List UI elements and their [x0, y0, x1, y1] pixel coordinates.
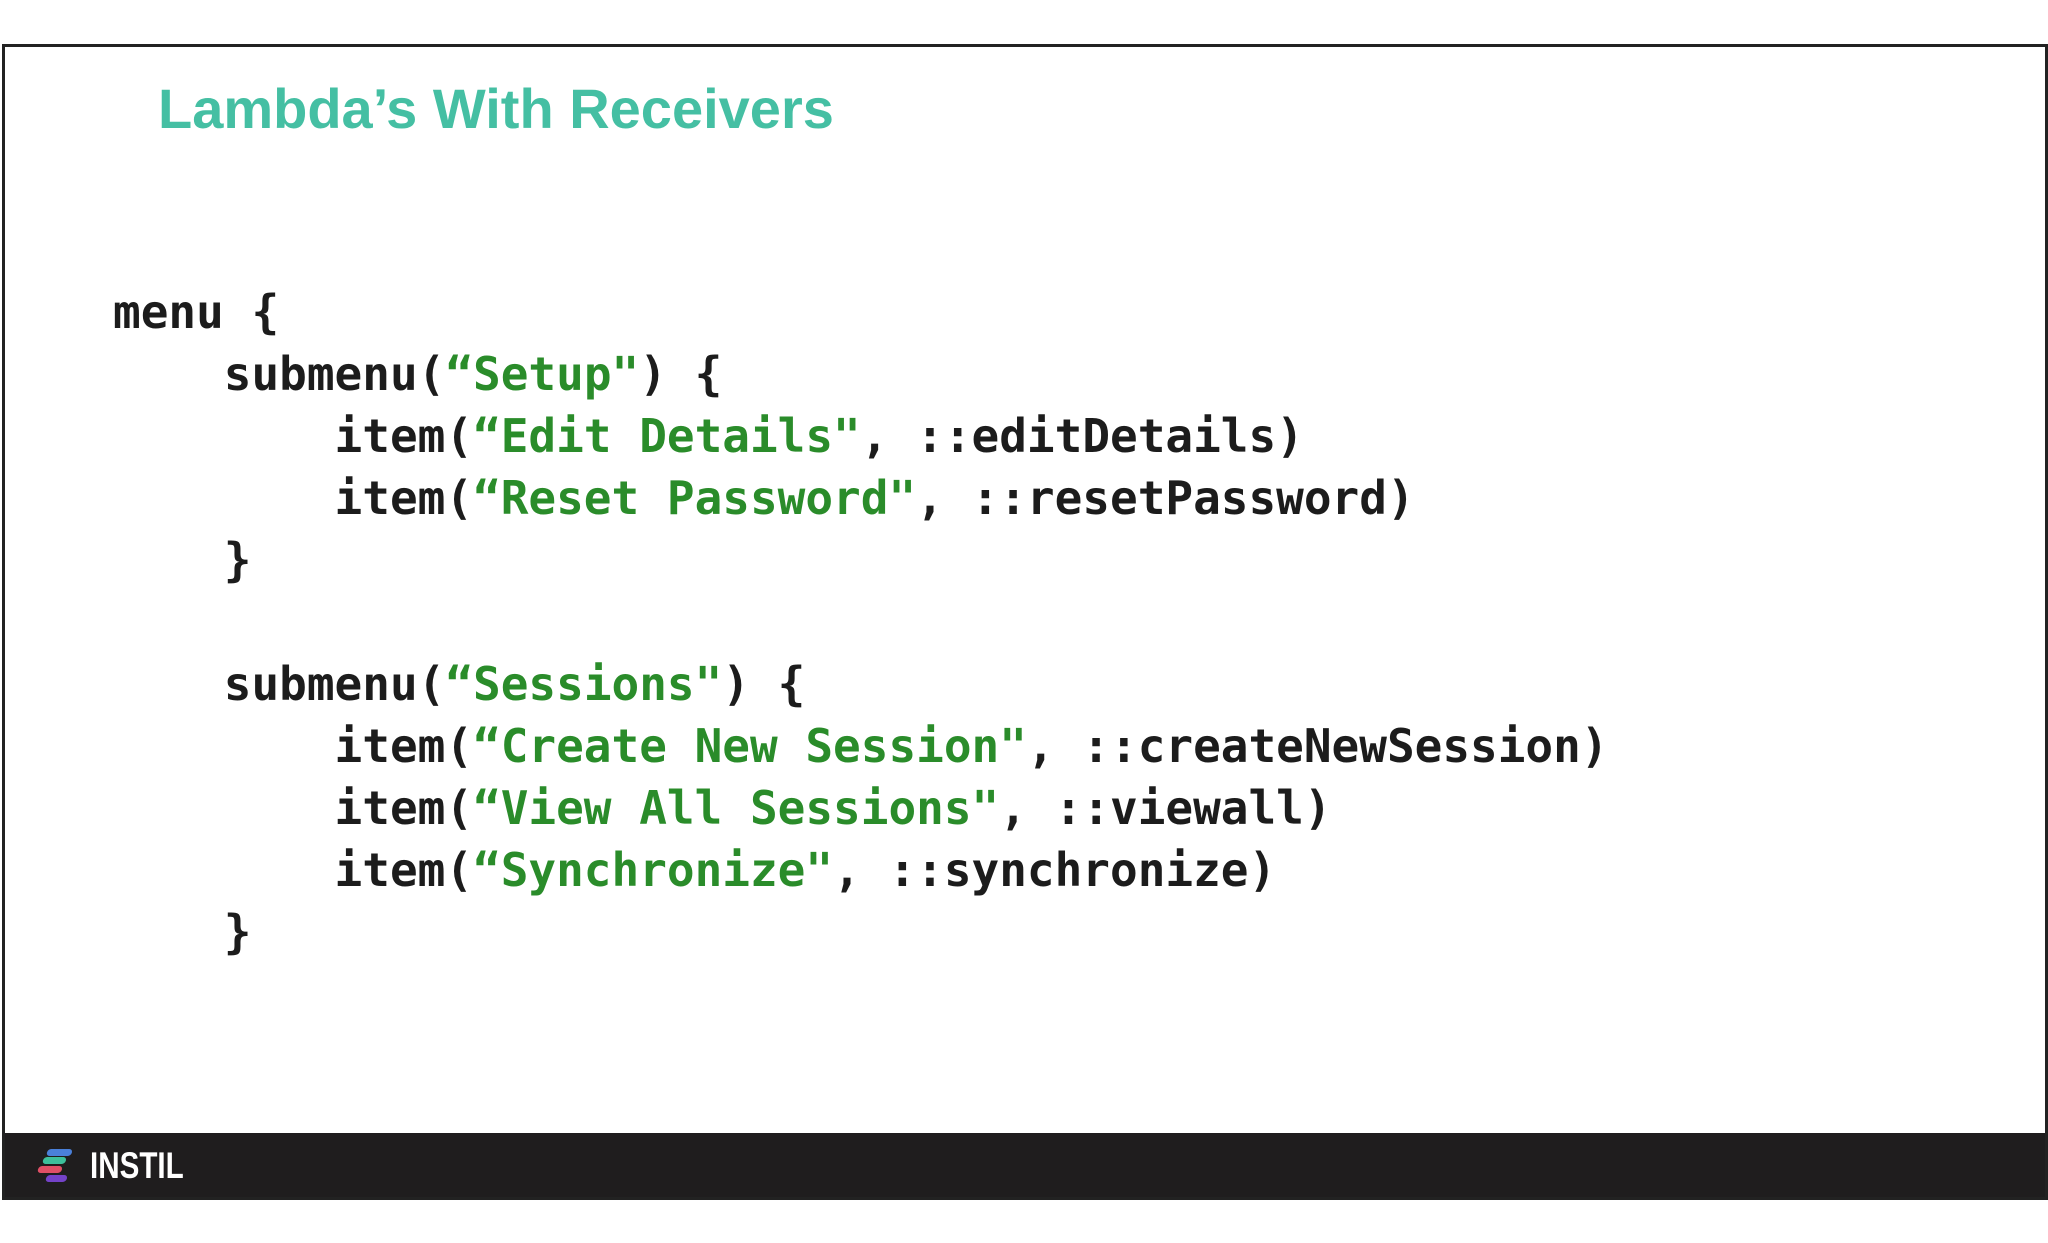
- code-string-literal: “Reset Password": [473, 471, 917, 525]
- code-text: item(: [113, 781, 474, 835]
- code-text: submenu(: [113, 657, 446, 711]
- brand-name: INSTIL: [90, 1144, 184, 1186]
- logo-stripe: [37, 1166, 63, 1173]
- code-string-literal: “Sessions": [445, 657, 723, 711]
- footer-bar: INSTIL: [5, 1133, 2045, 1197]
- code-string-literal: “Setup": [445, 347, 640, 401]
- code-line: item(“Reset Password", ::resetPassword): [113, 467, 1609, 529]
- code-text: }: [113, 905, 252, 959]
- instil-logo-icon: [37, 1148, 78, 1182]
- page-title: Lambda’s With Receivers: [158, 77, 834, 140]
- code-block: menu { submenu(“Setup") { item(“Edit Det…: [113, 281, 1609, 963]
- code-string-literal: “Edit Details": [473, 409, 861, 463]
- code-text: menu {: [113, 285, 280, 339]
- code-string-literal: “View All Sessions": [473, 781, 1000, 835]
- code-text: item(: [113, 843, 474, 897]
- logo-stripe: [46, 1148, 73, 1155]
- code-string-literal: “Create New Session": [473, 719, 1027, 773]
- code-text: ) {: [722, 657, 806, 711]
- code-line: item(“View All Sessions", ::viewall): [113, 777, 1609, 839]
- code-line: item(“Create New Session", ::createNewSe…: [113, 715, 1609, 777]
- slide: Lambda’s With Receivers menu { submenu(“…: [2, 44, 2048, 1200]
- instil-logo: INSTIL: [37, 1144, 207, 1186]
- code-line: }: [113, 901, 1609, 963]
- code-text: , ::viewall): [999, 781, 1332, 835]
- code-text: , ::resetPassword): [916, 471, 1415, 525]
- logo-stripe: [42, 1157, 67, 1164]
- code-text: item(: [113, 719, 474, 773]
- code-line: submenu(“Setup") {: [113, 343, 1609, 405]
- code-text: submenu(: [113, 347, 446, 401]
- code-text: , ::createNewSession): [1026, 719, 1609, 773]
- code-line: item(“Synchronize", ::synchronize): [113, 839, 1609, 901]
- code-line: }: [113, 529, 1609, 591]
- code-text: ) {: [639, 347, 723, 401]
- code-line: submenu(“Sessions") {: [113, 653, 1609, 715]
- code-line: menu {: [113, 281, 1609, 343]
- code-line: item(“Edit Details", ::editDetails): [113, 405, 1609, 467]
- logo-stripe: [45, 1174, 68, 1182]
- code-line: [113, 591, 1609, 653]
- code-text: item(: [113, 409, 474, 463]
- code-text: , ::synchronize): [833, 843, 1277, 897]
- code-text: }: [113, 533, 252, 587]
- code-string-literal: “Synchronize": [473, 843, 834, 897]
- code-text: item(: [113, 471, 474, 525]
- code-text: , ::editDetails): [860, 409, 1304, 463]
